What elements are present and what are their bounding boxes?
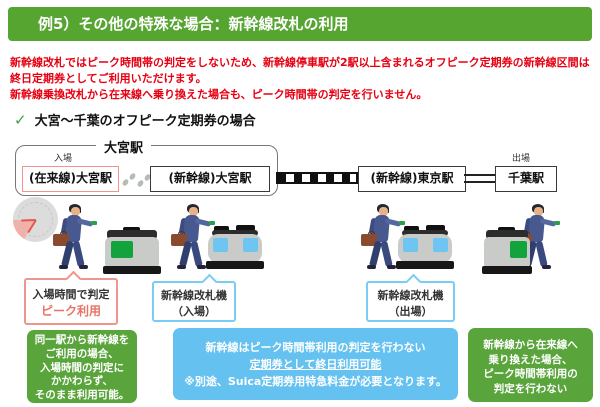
commuter-1-icon <box>52 204 97 278</box>
callout-gate-exit-line2: （出場） <box>388 305 433 318</box>
exit-label: 出場 <box>512 154 531 164</box>
case-heading-label: 大宮～千葉のオフピーク定期券の場合 <box>34 114 256 129</box>
local-entry-gate-icon <box>103 227 161 277</box>
local-track-line <box>464 174 495 183</box>
note-transfer-line3: ピーク時間帯利用の <box>483 368 578 380</box>
callout-peak-entry-line1: 入場時間で判定 <box>32 288 110 301</box>
shinkansen-track-line <box>276 172 358 184</box>
note-transfer-line1: 新幹線から在来線へ <box>483 339 578 351</box>
note-same-station: 同一駅から新幹線を ご利用の場合、 入場時間の判定に かかわらず、 そのまま利用… <box>27 330 137 403</box>
callout-shinkansen-gate-entry: 新幹線改札機 （入場） <box>152 273 236 322</box>
callout-gate-exit-line1: 新幹線改札機 <box>377 289 444 302</box>
callout-peak-entry: 入場時間で判定 ピーク利用 <box>24 270 118 325</box>
shinkansen-entry-gate-icon <box>206 225 264 275</box>
station-box-shinkansen-tokyo: (新幹線)東京駅 <box>358 166 466 192</box>
commuter-2-icon <box>170 204 215 278</box>
intro-paragraph-2: 新幹線乗換改札から在来線へ乗り換えた場合も、ピーク時間帯の判定を行いません。 <box>10 88 428 101</box>
page-title: 例5）その他の特殊な場合：新幹線改札の利用 <box>38 15 349 33</box>
entry-label: 入場 <box>54 154 73 164</box>
station-box-zairaisen-omiya: (在来線)大宮駅 <box>22 166 119 192</box>
station-box-chiba: 千葉駅 <box>495 166 557 192</box>
walk-transfer-footprints-icon <box>121 171 152 190</box>
note-transfer-line2: 乗り換えた場合、 <box>488 353 573 366</box>
check-icon: ✓ <box>14 110 27 129</box>
shinkansen-exit-gate-icon <box>396 225 454 275</box>
note-shinkansen-line3: ※別途、Suica定期券用特急料金が必要となります。 <box>184 375 447 388</box>
note-shinkansen-allday: 新幹線はピーク時間帯利用の判定を行わない 定期券として終日利用可能 ※別途、Su… <box>173 328 458 400</box>
case-heading: ✓ 大宮～千葉のオフピーク定期券の場合 <box>14 110 256 130</box>
note-shinkansen-line2: 定期券として終日利用可能 <box>249 358 382 371</box>
callout-peak-entry-line2: ピーク利用 <box>40 304 101 318</box>
note-shinkansen-line1: 新幹線はピーク時間帯利用の判定を行わない <box>205 341 426 354</box>
station-box-shinkansen-omiya: (新幹線)大宮駅 <box>150 166 270 192</box>
note-same-station-line2: ご利用の場合、 <box>45 347 119 360</box>
callout-gate-entry-line2: （入場） <box>172 305 216 318</box>
callout-gate-entry-line1: 新幹線改札機 <box>161 289 227 302</box>
note-transfer-local: 新幹線から在来線へ 乗り換えた場合、 ピーク時間帯利用の 判定を行わない <box>468 328 593 402</box>
peak-time-clock-icon <box>13 197 58 242</box>
note-same-station-line3: 入場時間の判定に <box>40 361 124 374</box>
intro-text: 新幹線改札ではピーク時間帯の判定をしないため、新幹線停車駅が2駅以上含まれるオフ… <box>10 55 592 103</box>
commuter-3-icon <box>360 204 405 278</box>
intro-paragraph-1: 新幹線改札ではピーク時間帯の判定をしないため、新幹線停車駅が2駅以上含まれるオフ… <box>10 56 590 85</box>
callout-shinkansen-gate-exit: 新幹線改札機 （出場） <box>366 273 455 322</box>
note-transfer-line4: 判定を行わない <box>493 382 568 395</box>
header-bar: 例5）その他の特殊な場合：新幹線改札の利用 <box>8 7 592 41</box>
note-same-station-line5: そのまま利用可能。 <box>34 389 130 402</box>
note-same-station-line4: かかわらず、 <box>50 375 114 388</box>
omiya-group-label: 大宮駅 <box>96 137 152 156</box>
note-same-station-line1: 同一駅から新幹線を <box>34 334 130 346</box>
local-exit-gate-icon <box>482 227 532 277</box>
